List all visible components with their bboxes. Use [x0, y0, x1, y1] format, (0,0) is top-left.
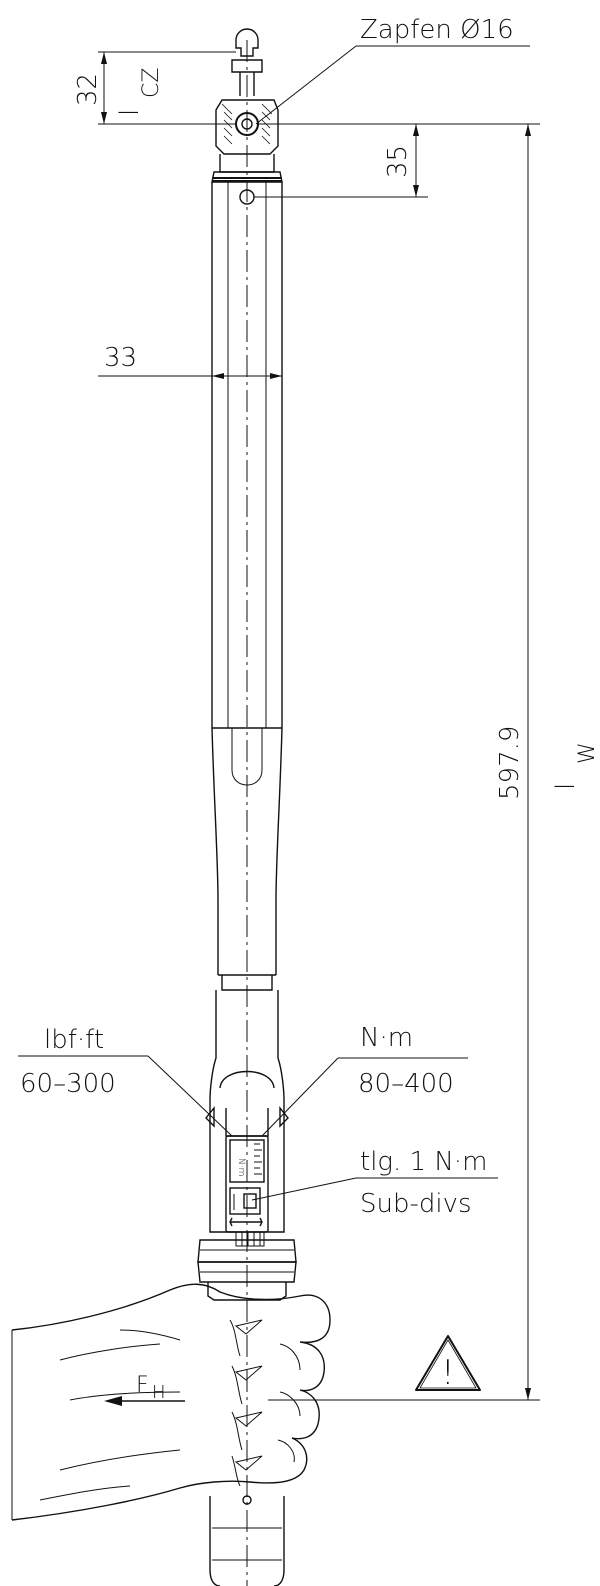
force-label-sub: H	[152, 1382, 166, 1403]
force-label: F	[136, 1373, 149, 1398]
wrench-tube	[211, 182, 283, 991]
hand-force-arrow	[104, 1396, 185, 1406]
pin-leader	[255, 45, 530, 125]
subdiv-label-de: tlg. 1 N·m	[360, 1147, 487, 1177]
dim-lw-sub: W	[575, 742, 600, 764]
subdiv-drum	[229, 1187, 261, 1215]
scale-left-leader	[18, 1055, 233, 1137]
dim-lw: l	[551, 783, 581, 790]
dim-5979: 597.9	[495, 726, 525, 800]
scale-right-leader	[261, 1057, 468, 1137]
warning-triangle-icon	[415, 1335, 481, 1391]
scale-window-unit: N·m	[236, 1158, 246, 1176]
dim-33: 33	[104, 343, 137, 373]
handle-housing: N·m	[197, 990, 297, 1586]
ratchet-head	[211, 99, 283, 183]
warning-symbol: !	[441, 1353, 455, 1393]
scale-right-range: 80–400	[358, 1069, 454, 1099]
dim-32: 32	[73, 73, 103, 106]
pin-head	[231, 28, 263, 96]
scale-right-unit: N·m	[360, 1023, 413, 1053]
dim-32-lines	[98, 51, 236, 125]
dim-lcz: l	[115, 109, 145, 116]
dim-5979-lines	[268, 124, 540, 1401]
dim-35-lines	[254, 123, 540, 198]
dim-35: 35	[383, 145, 413, 178]
dim-33-lines	[98, 373, 282, 379]
scale-left-unit: lbf·ft	[44, 1025, 104, 1055]
subdiv-leader	[251, 1177, 498, 1201]
dim-lcz-sub: CZ	[139, 68, 164, 98]
scale-left-range: 60–300	[20, 1069, 116, 1099]
hand-outline	[11, 1283, 331, 1521]
pin-label: Zapfen Ø16	[360, 15, 514, 45]
subdiv-label-en: Sub-divs	[360, 1189, 472, 1219]
